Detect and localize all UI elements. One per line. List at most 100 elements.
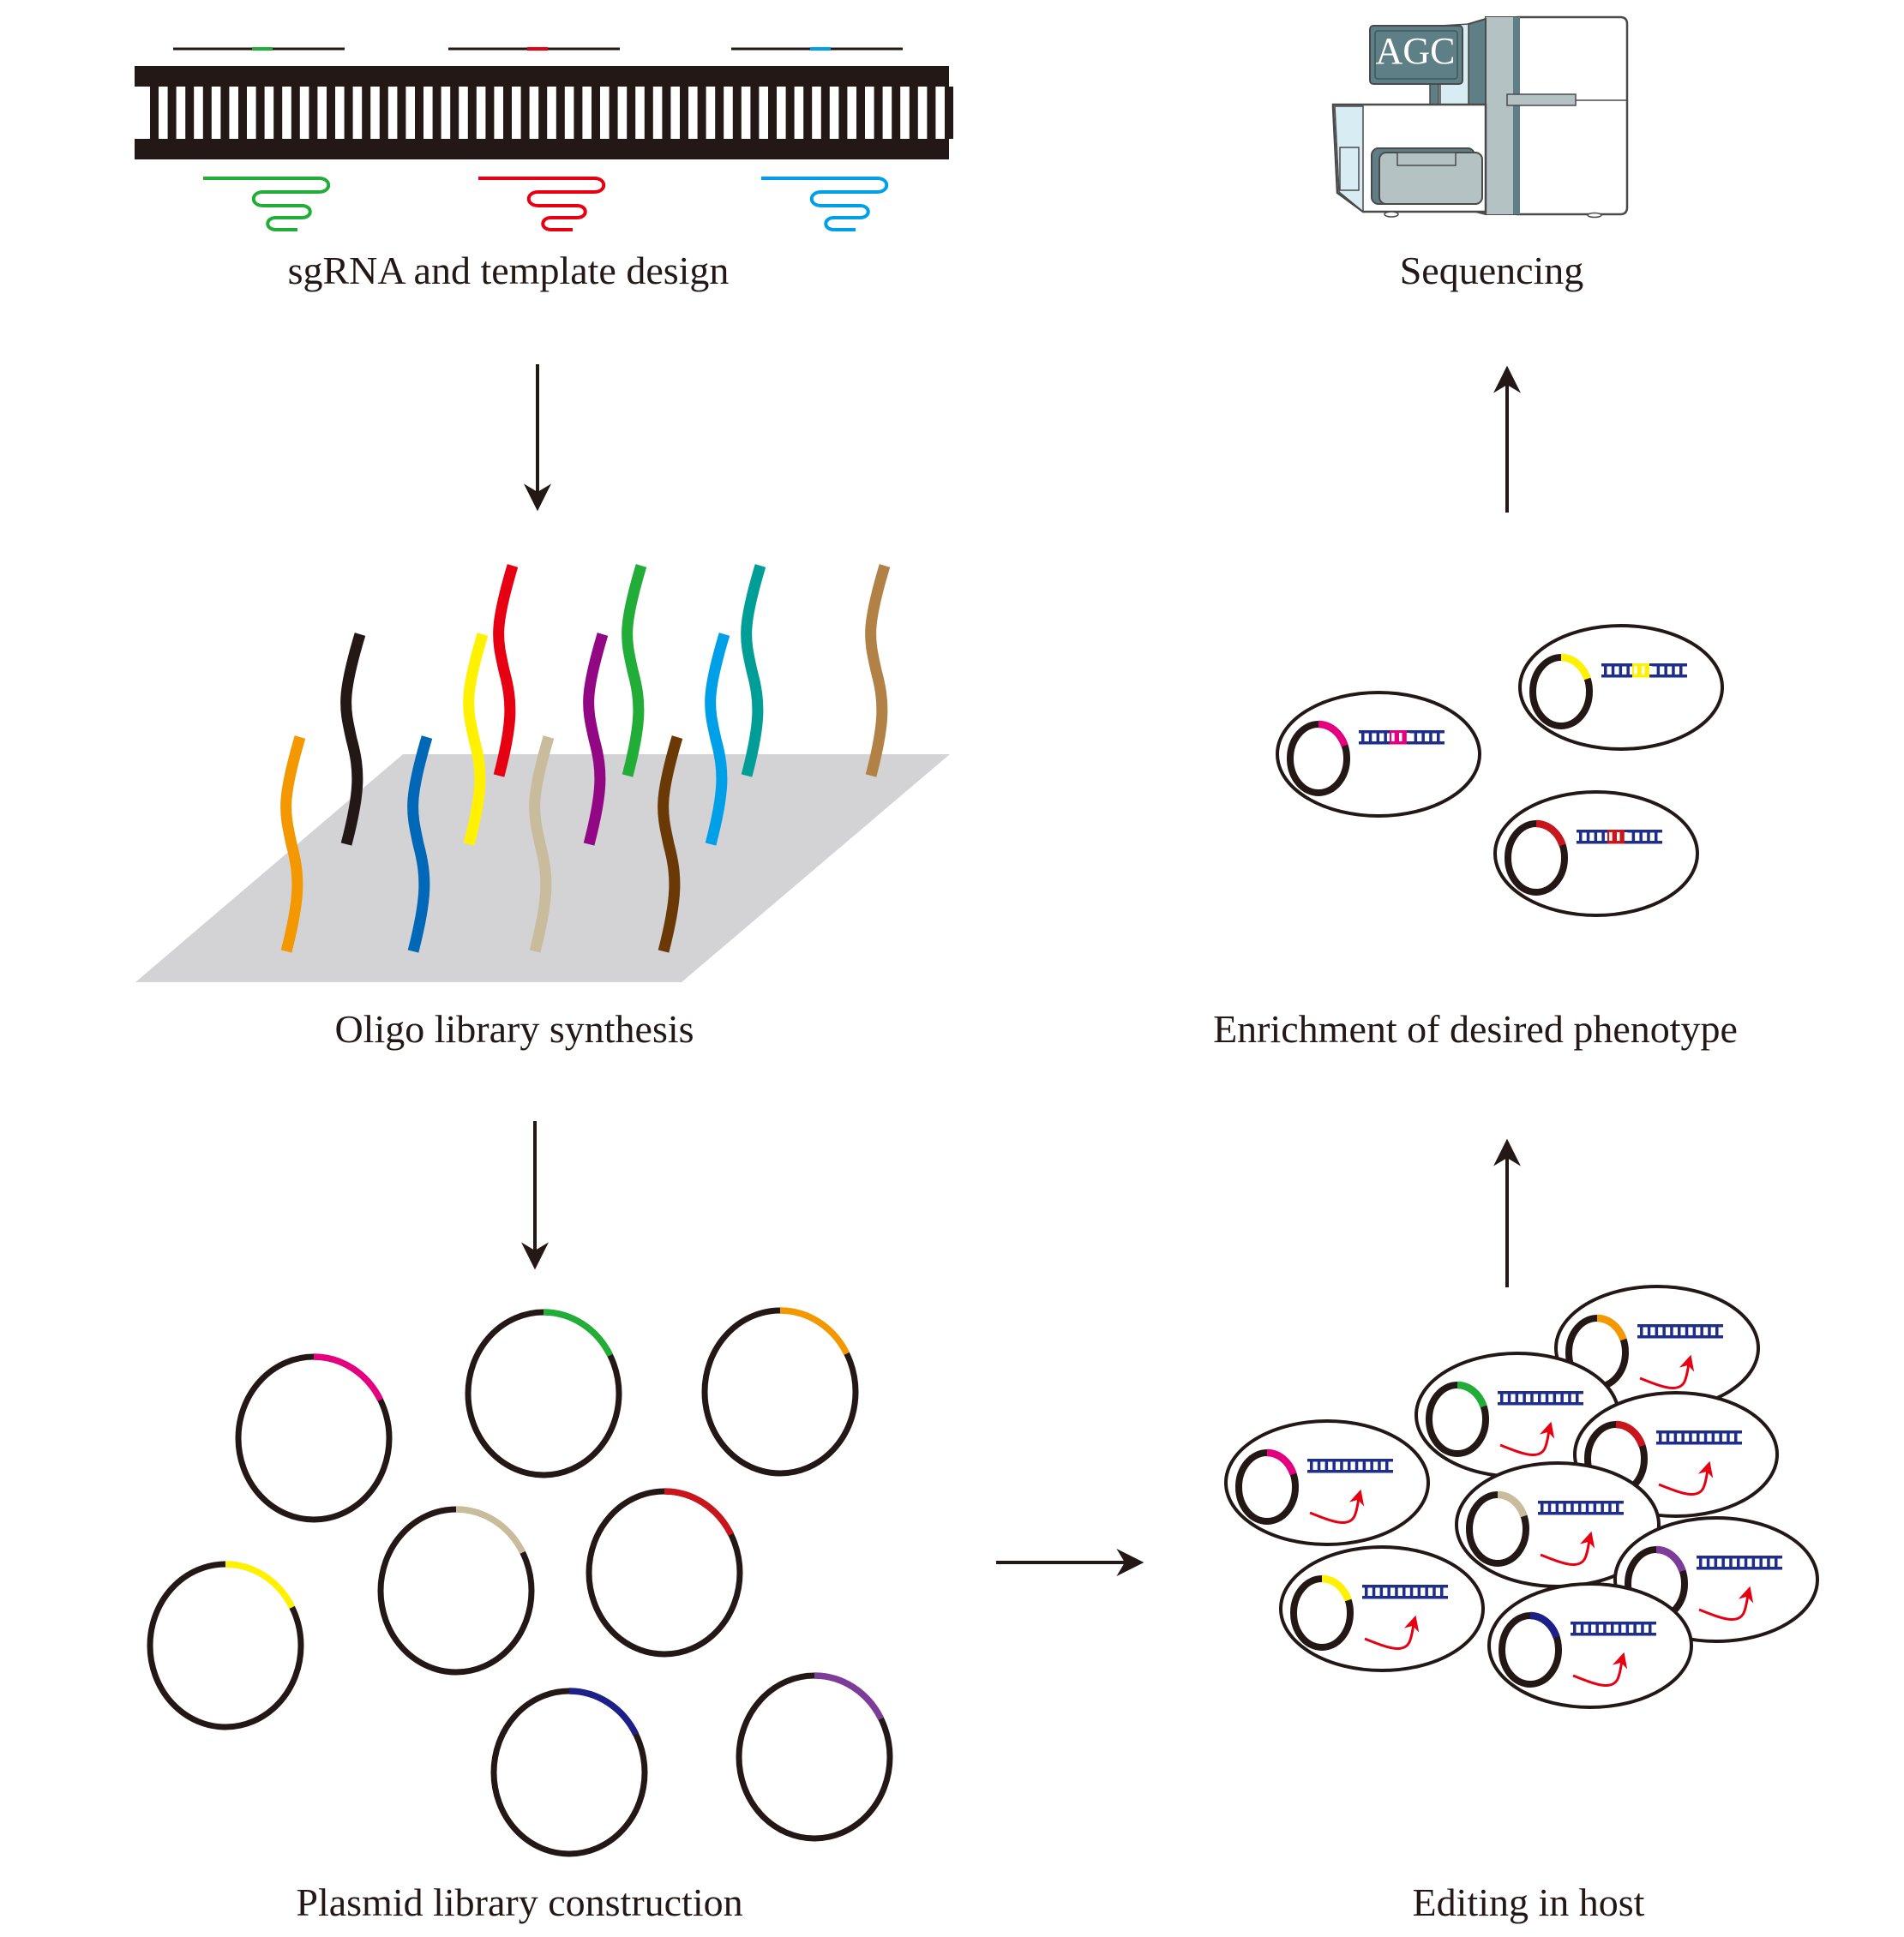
dna-base-pair <box>202 87 212 139</box>
dna-base-pair <box>220 87 230 139</box>
plasmid-insert <box>664 1488 735 1537</box>
dna-base-pair <box>732 87 742 139</box>
genome-base-pair <box>1437 733 1440 741</box>
genome-strand <box>1656 1442 1742 1445</box>
dna-base-pair <box>273 87 283 139</box>
genome-base-pair <box>1378 1461 1381 1470</box>
genome-base-pair <box>1642 666 1645 675</box>
genome-base-pair <box>1678 1327 1681 1335</box>
genome-base-pair <box>1594 832 1598 841</box>
genome-base-pair <box>1634 666 1637 675</box>
dna-base-pair <box>697 87 706 139</box>
genome-base-pair <box>1601 1503 1604 1512</box>
genome-base-pair <box>1406 733 1410 741</box>
step-label-sequencing: Sequencing <box>1399 249 1584 292</box>
genome-base-pair <box>1767 1558 1770 1567</box>
genome-base-pair <box>1706 1558 1710 1567</box>
step-label-oligo-synthesis: Oligo library synthesis <box>334 1007 694 1051</box>
genome-base-pair <box>1595 1624 1599 1633</box>
genome-base-pair <box>1664 666 1667 675</box>
cell-membrane <box>1224 1419 1430 1546</box>
dna-bottom-strand <box>135 139 949 159</box>
genome-dna-icon <box>1498 1391 1583 1406</box>
genome-base-pair <box>1563 1503 1566 1512</box>
sgrna-1 <box>203 177 331 231</box>
genome-base-pair <box>1585 1503 1589 1512</box>
genome-base-pair <box>1541 1503 1544 1512</box>
oligo-strands <box>280 564 891 953</box>
plasmid-insert <box>225 1561 296 1610</box>
genome-dna-icon <box>1307 1459 1393 1473</box>
edit-arrow-icon <box>1639 1354 1695 1389</box>
genome-base-pair <box>1588 1624 1592 1633</box>
oligo-strand <box>407 735 433 953</box>
dna-base-pair <box>450 87 459 139</box>
genome-base-pair <box>1655 1327 1659 1335</box>
dna-base-pair <box>609 87 618 139</box>
genome-base-pair <box>1692 1327 1697 1335</box>
step-label-enrichment: Enrichment of desired phenotype <box>1213 1007 1738 1051</box>
genome-base-pair <box>1372 1587 1376 1596</box>
plasmid-insert <box>313 1353 384 1402</box>
genome-strand <box>1697 1556 1782 1559</box>
genome-base-pair <box>1734 1433 1738 1442</box>
genome-base-pair <box>1507 1394 1511 1402</box>
genome-base-pair <box>1421 733 1425 741</box>
dna-base-pair <box>715 87 724 139</box>
plasmid-insert <box>1535 819 1566 847</box>
edit-arrow-icon <box>1658 1460 1714 1496</box>
genome-base-pair <box>1601 832 1605 841</box>
host-cell <box>1554 1285 1760 1412</box>
plasmid-insert <box>779 1307 850 1356</box>
oligo-strand <box>493 564 519 777</box>
oligo-strand <box>658 735 683 953</box>
genome-base-pair <box>1391 733 1395 741</box>
genome-base-pair <box>1737 1558 1740 1567</box>
genome-base-pair <box>1399 733 1402 741</box>
genome-base-pair <box>1624 832 1628 841</box>
genome-strand <box>1362 1596 1448 1599</box>
genome-dna-icon <box>1362 1585 1448 1599</box>
genome-dna-icon <box>1538 1501 1624 1515</box>
plasmid-insert <box>543 1309 614 1358</box>
dna-base-pair <box>255 87 265 139</box>
host-cell <box>1279 1545 1485 1672</box>
dna-base-pair <box>503 87 512 139</box>
genome-base-pair <box>1324 1461 1329 1470</box>
genome-base-pair <box>1708 1327 1711 1335</box>
dna-base-pair <box>627 87 636 139</box>
dna-base-pair <box>838 87 848 139</box>
genome-base-pair <box>1310 1461 1313 1470</box>
genome-strand <box>1362 1585 1448 1588</box>
genome-base-pair <box>1744 1558 1748 1567</box>
plasmid-insert <box>1529 1611 1560 1639</box>
plasmid-insert <box>1457 1381 1487 1408</box>
dna-base-pair <box>415 87 423 139</box>
genome-base-pair <box>1555 1503 1559 1512</box>
genome-base-pair <box>1332 1461 1336 1470</box>
dna-base-pair <box>327 87 335 139</box>
genome-base-pair <box>1578 1503 1582 1512</box>
genome-base-pair <box>1619 666 1623 675</box>
dna-base-pair <box>520 87 530 139</box>
genome-strand <box>1538 1512 1624 1515</box>
host-cell <box>1518 624 1724 751</box>
genome-base-pair <box>1376 733 1380 741</box>
genome-base-pair <box>1365 1587 1368 1596</box>
genome-base-pair <box>1384 733 1387 741</box>
genome-base-pair <box>1571 1503 1574 1512</box>
genome-base-pair <box>1433 1587 1436 1596</box>
plasmid-insert <box>1318 720 1348 747</box>
genome-base-pair <box>1568 1394 1571 1402</box>
dna-top-strand <box>135 66 949 87</box>
genome-strand <box>1637 1335 1723 1339</box>
dna-base-pair <box>238 87 247 139</box>
plasmid-insert <box>1497 1490 1528 1518</box>
plasmid <box>490 1688 648 1857</box>
genome-base-pair <box>1714 1558 1718 1567</box>
dna-base-pair <box>291 87 300 139</box>
genome-base-pair <box>1368 733 1372 741</box>
dna-base-pair <box>662 87 671 139</box>
step-label-editing-in-host: Editing in host <box>1412 1880 1645 1924</box>
